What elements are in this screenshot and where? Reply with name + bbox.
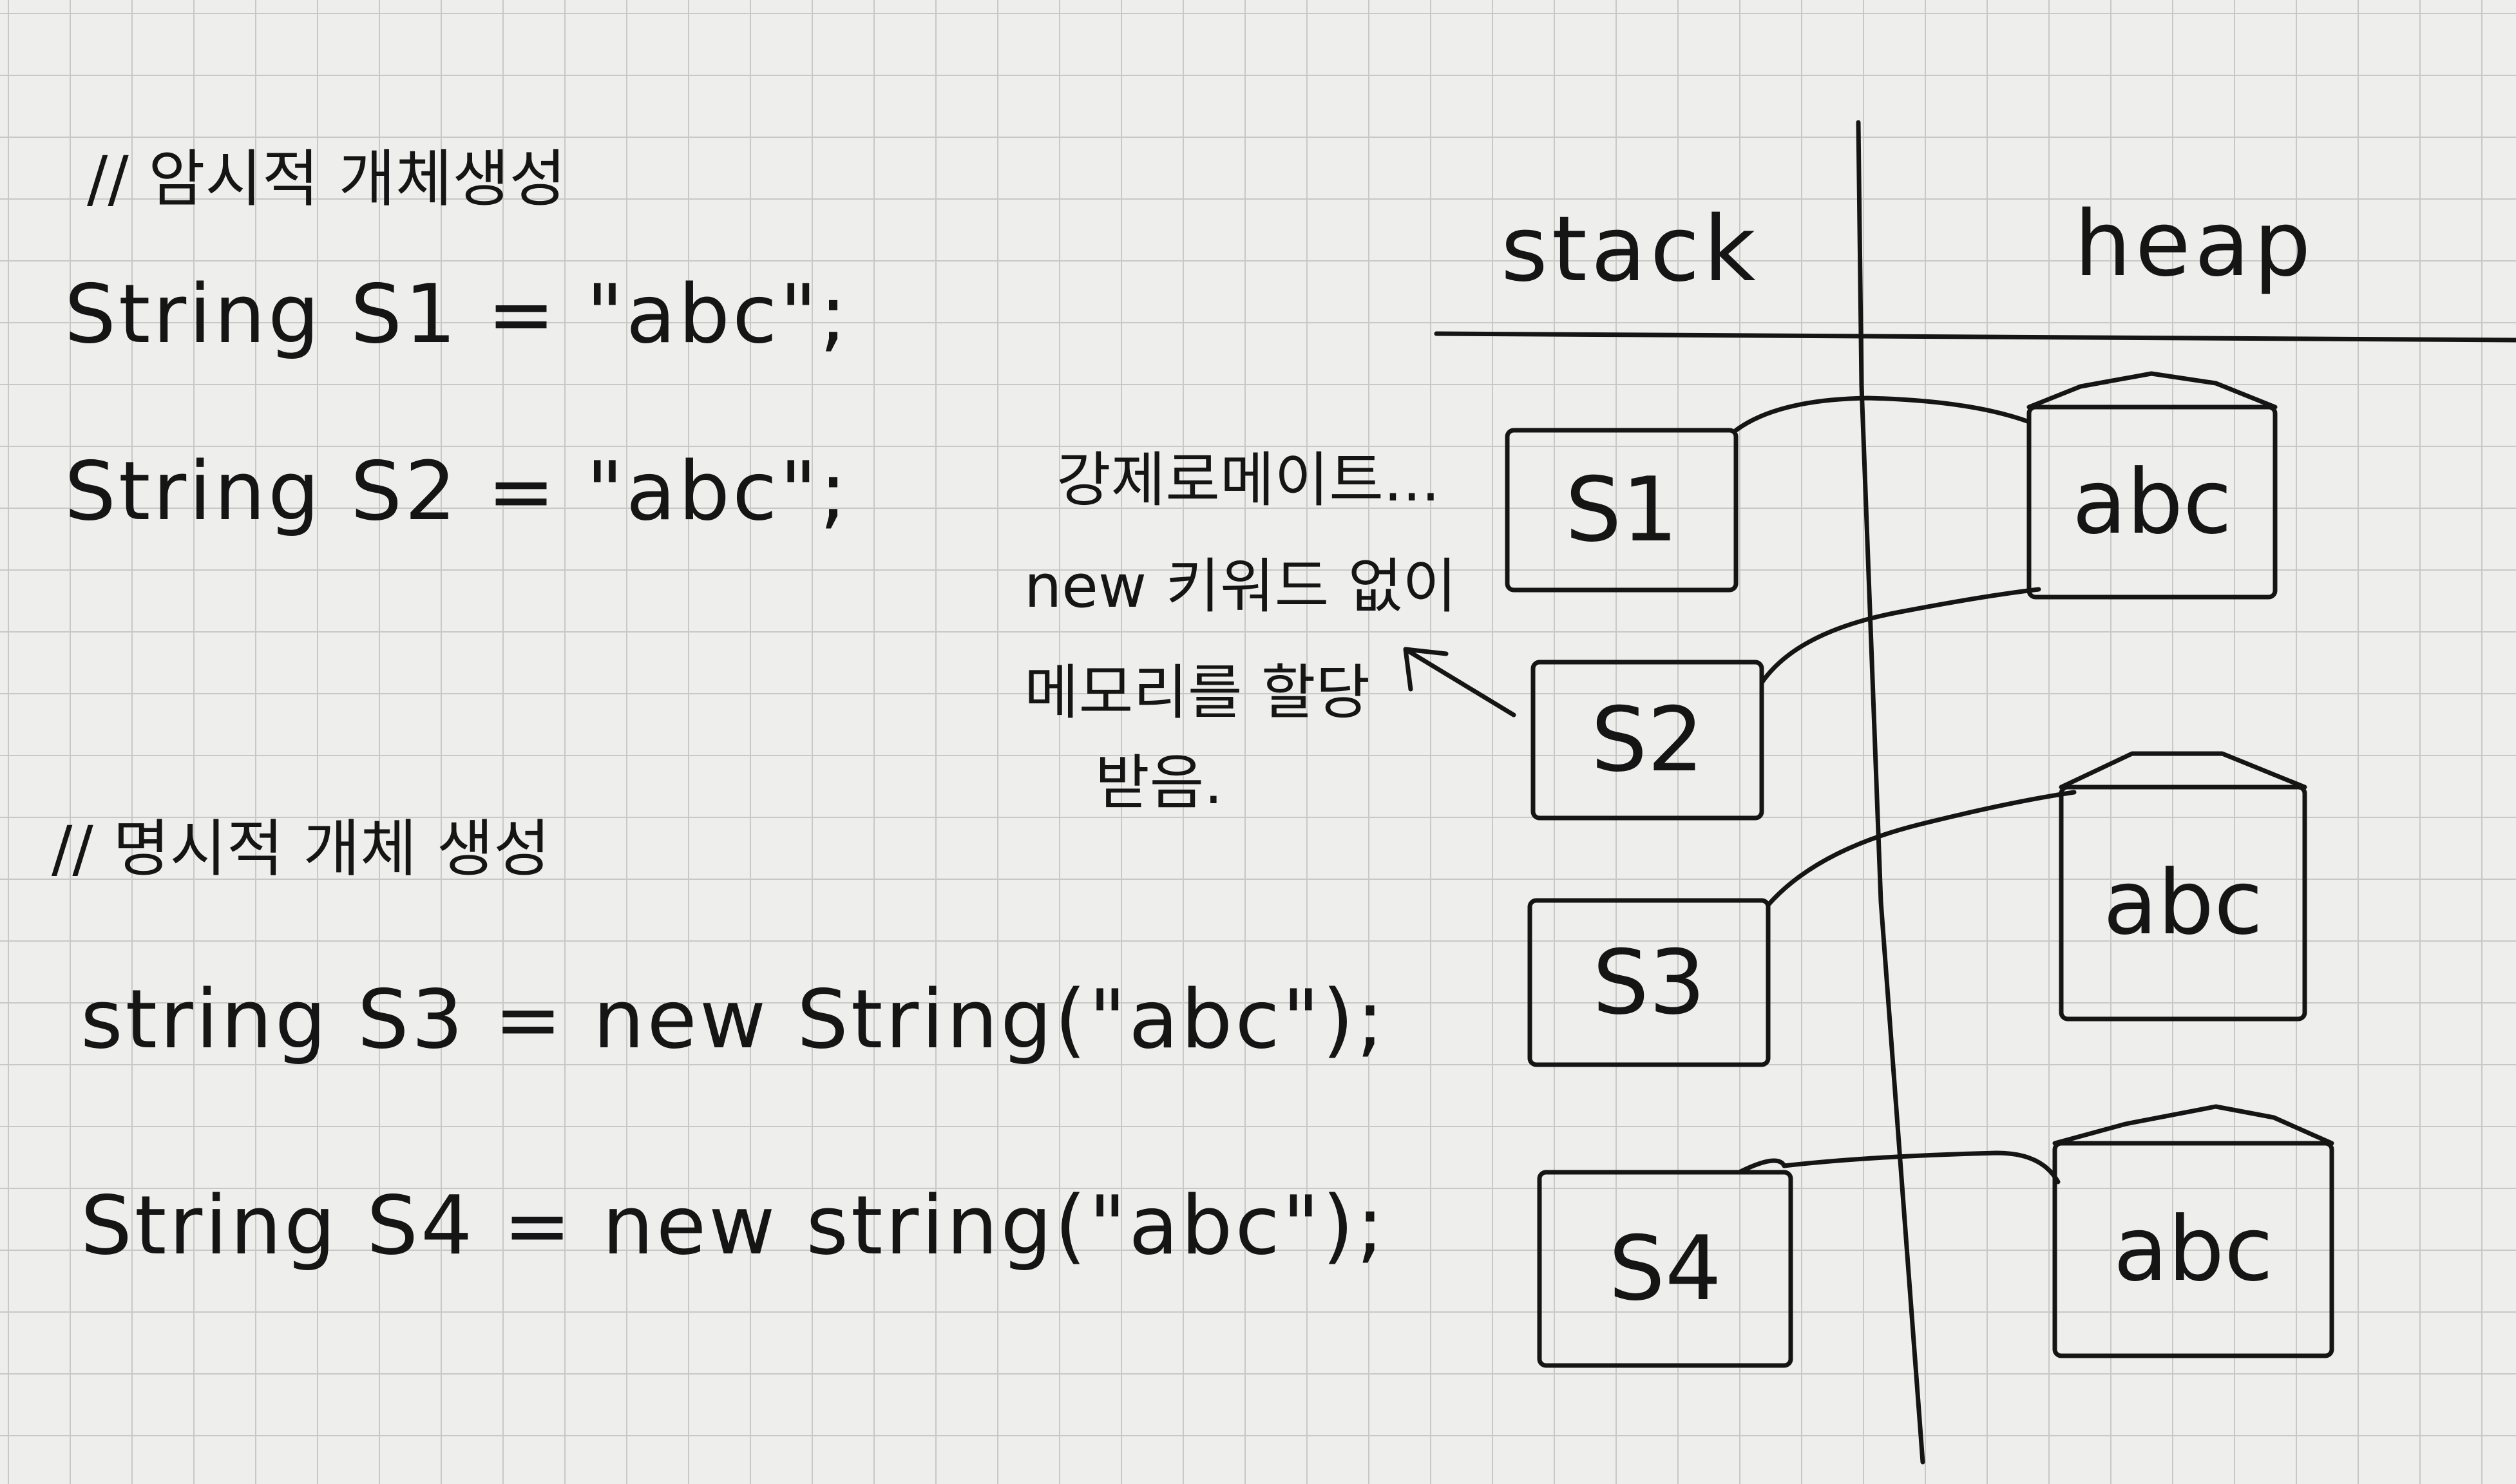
stack-cell-s2: S2 [1590, 688, 1704, 792]
stack-box-s4 [1537, 1170, 1793, 1368]
stack-box-s2 [1530, 660, 1764, 821]
heap-object-1-lid [2026, 371, 2278, 410]
stack-cell-s4: S4 [1608, 1217, 1722, 1320]
stack-cell-s3: S3 [1592, 930, 1706, 1034]
annotation-line-4: 받음. [1095, 748, 1223, 817]
header-underline [1434, 331, 2516, 343]
annotation-line-2: new 키워드 없이 [1024, 552, 1457, 621]
heap-value-2: abc [2102, 851, 2263, 955]
annotation-arrowhead [1403, 647, 1449, 692]
heap-object-2 [2059, 785, 2307, 1022]
code-line-s2: String S2 = "abc"; [64, 444, 850, 538]
implicit-creation-comment: // 암시적 개체생성 [87, 143, 566, 215]
stack-box-s3 [1527, 898, 1771, 1067]
code-line-s3: string S3 = new String("abc"); [81, 972, 1387, 1067]
heap-object-1 [2026, 404, 2278, 600]
ref-s2-to-heap1 [1759, 587, 2041, 685]
annotation-line-3: 메모리를 할당 [1024, 658, 1371, 727]
heap-object-3 [2052, 1141, 2334, 1358]
stack-box-s1 [1505, 428, 1739, 593]
heap-label: heap [2074, 192, 2315, 297]
stack-label: stack [1501, 197, 1760, 302]
heap-value-1: abc [2072, 450, 2233, 554]
annotation-line-1: 강제로메이트... [1056, 446, 1440, 515]
annotation-arrow [1405, 648, 1516, 718]
heap-object-3-lid [2052, 1104, 2334, 1146]
ref-s3-to-heap2 [1766, 790, 2077, 908]
explicit-creation-comment: // 명시적 개체 생성 [52, 813, 551, 885]
code-line-s1: String S1 = "abc"; [64, 267, 850, 361]
heap-value-3: abc [2113, 1197, 2274, 1301]
code-line-s4: String S4 = new string("abc"); [81, 1178, 1387, 1273]
ref-s1-to-heap1 [1733, 395, 2032, 433]
ref-s4-to-heap3 [1737, 1150, 2061, 1184]
stack-heap-divider [1856, 120, 1925, 1465]
stack-cell-s1: S1 [1565, 458, 1679, 562]
heap-object-2-lid [2059, 751, 2307, 790]
